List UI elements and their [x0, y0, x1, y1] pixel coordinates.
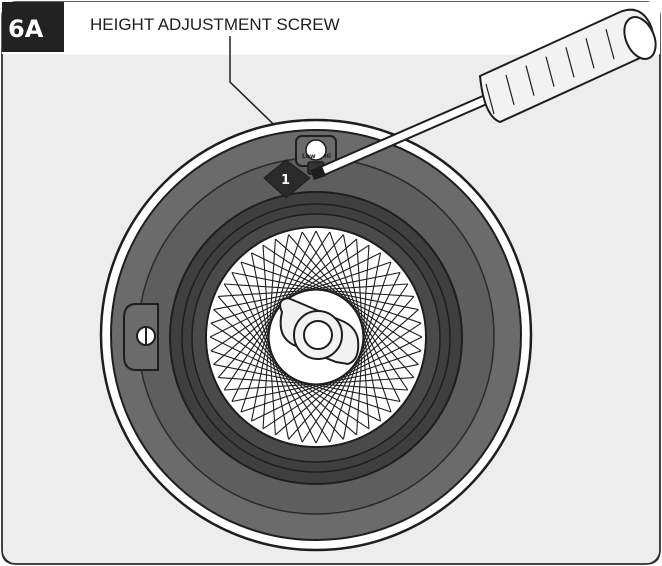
brush-roll-icon	[209, 230, 423, 444]
step-1-label: 1	[281, 173, 290, 188]
handle-ridge	[525, 65, 535, 96]
step-1-marker: 1	[263, 159, 311, 199]
panel-outline	[1, 54, 661, 565]
handle-ridge	[565, 47, 575, 78]
side-screw-icon	[123, 303, 159, 371]
grille-line	[262, 322, 422, 430]
step-badge: 6A	[2, 2, 64, 52]
hub-inner	[303, 320, 333, 350]
handle-ridge	[545, 56, 555, 87]
inner-ring-line-1	[181, 203, 451, 473]
handle-ridge	[485, 83, 495, 115]
dial-low-label: Low	[302, 153, 316, 160]
screwdriver-icon	[310, 8, 657, 180]
center-hub	[279, 296, 360, 366]
callout-label: HEIGHT ADJUSTMENT SCREW	[90, 15, 340, 34]
handle-ridge	[585, 38, 595, 69]
step-badge-label: 6A	[8, 15, 44, 43]
dial-high-label: Hi	[324, 153, 331, 160]
handle-ridge	[505, 74, 515, 106]
nozzle-assembly: Low Hi 1	[99, 118, 533, 552]
handle-ridge	[605, 28, 615, 60]
screwdriver-handle-ridges	[485, 28, 615, 115]
